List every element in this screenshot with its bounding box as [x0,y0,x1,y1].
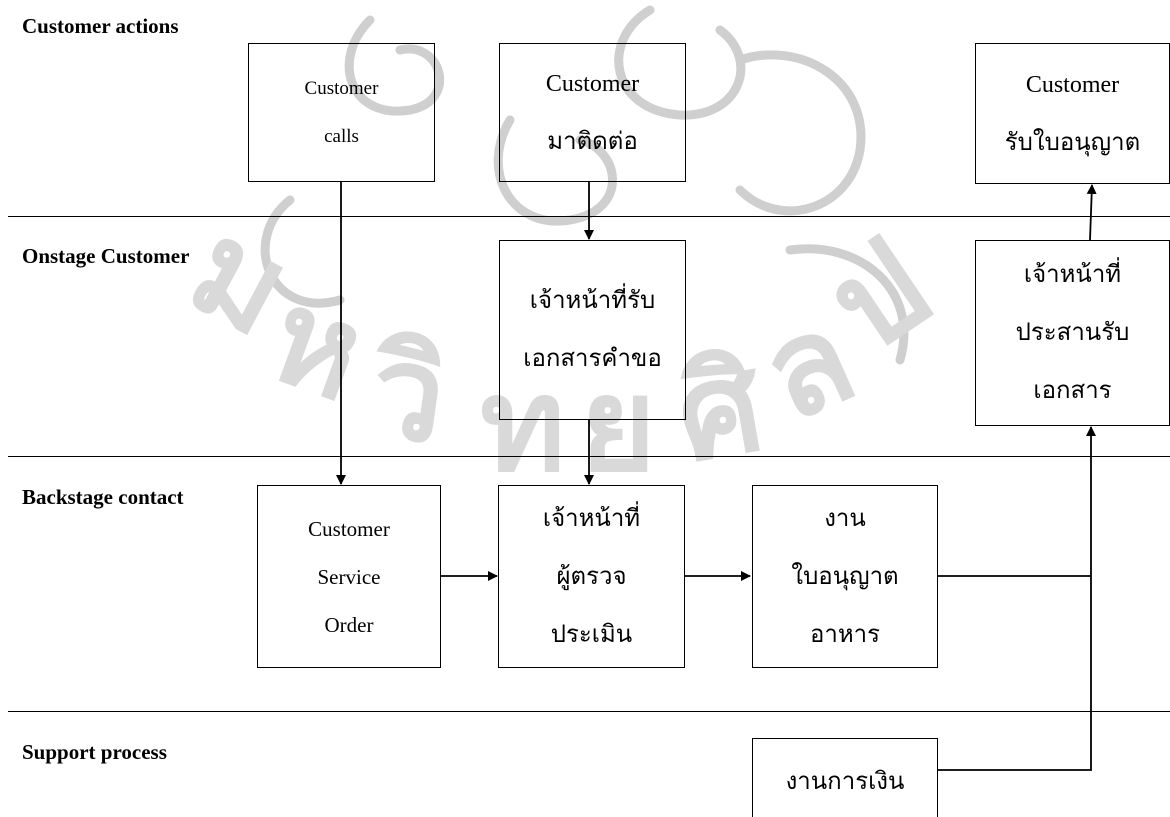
box-customer-receive-license: Customer รับใบอนุญาต [975,43,1170,184]
arrow-finance-to-coordinate [938,426,1096,771]
box-customer-service-order: Customer Service Order [257,485,441,668]
box-text: Service [317,564,381,589]
box-customer-contact: Customer มาติดต่อ [499,43,686,182]
box-text: รับใบอนุญาต [1004,129,1141,156]
box-officer-receive-request: เจ้าหน้าที่รับ เอกสารคำขอ [499,240,686,420]
box-text: อาหาร [809,621,881,648]
box-text: Customer [304,77,379,99]
box-text: เจ้าหน้าที่รับ [529,288,656,314]
box-text: งาน [824,505,866,532]
box-text: ผู้ตรวจ [556,563,627,590]
box-text: calls [324,125,359,147]
box-text: งานการเงิน [785,769,905,795]
box-text: ประสานรับ [1015,320,1130,346]
box-text: Customer [308,516,390,541]
box-text: เอกสาร [1033,378,1112,404]
box-text: มาติดต่อ [547,128,638,155]
box-finance-work: งานการเงิน [752,738,938,817]
lane-divider-3 [8,711,1170,712]
lane-label-onstage-customer: Onstage Customer [22,244,190,268]
box-text: Customer [1025,71,1120,98]
lane-label-support-process: Support process [22,740,167,764]
box-officer-inspector: เจ้าหน้าที่ ผู้ตรวจ ประเมิน [498,485,685,668]
svg-text:ท: ท [480,349,566,480]
university-seal-watermark: ม ห วิ ท ย ศิ ล ป [180,5,955,480]
svg-text:ย: ย [580,349,656,480]
lane-label-backstage-contact: Backstage contact [22,485,184,509]
box-text: Customer [545,70,640,97]
lane-label-customer-actions: Customer actions [22,14,179,38]
arrow-coordinate-to-receive [1086,184,1097,241]
box-text: เจ้าหน้าที่ [542,505,641,532]
box-text: ใบอนุญาต [791,563,899,590]
box-customer-calls: Customer calls [248,43,435,182]
box-text: ประเมิน [550,621,633,648]
box-officer-coordinate: เจ้าหน้าที่ ประสานรับ เอกสาร [975,240,1170,426]
box-food-license-work: งาน ใบอนุญาต อาหาร [752,485,938,668]
box-text: Order [324,612,374,637]
box-text: เอกสารคำขอ [523,346,662,372]
box-text: เจ้าหน้าที่ [1023,262,1122,288]
